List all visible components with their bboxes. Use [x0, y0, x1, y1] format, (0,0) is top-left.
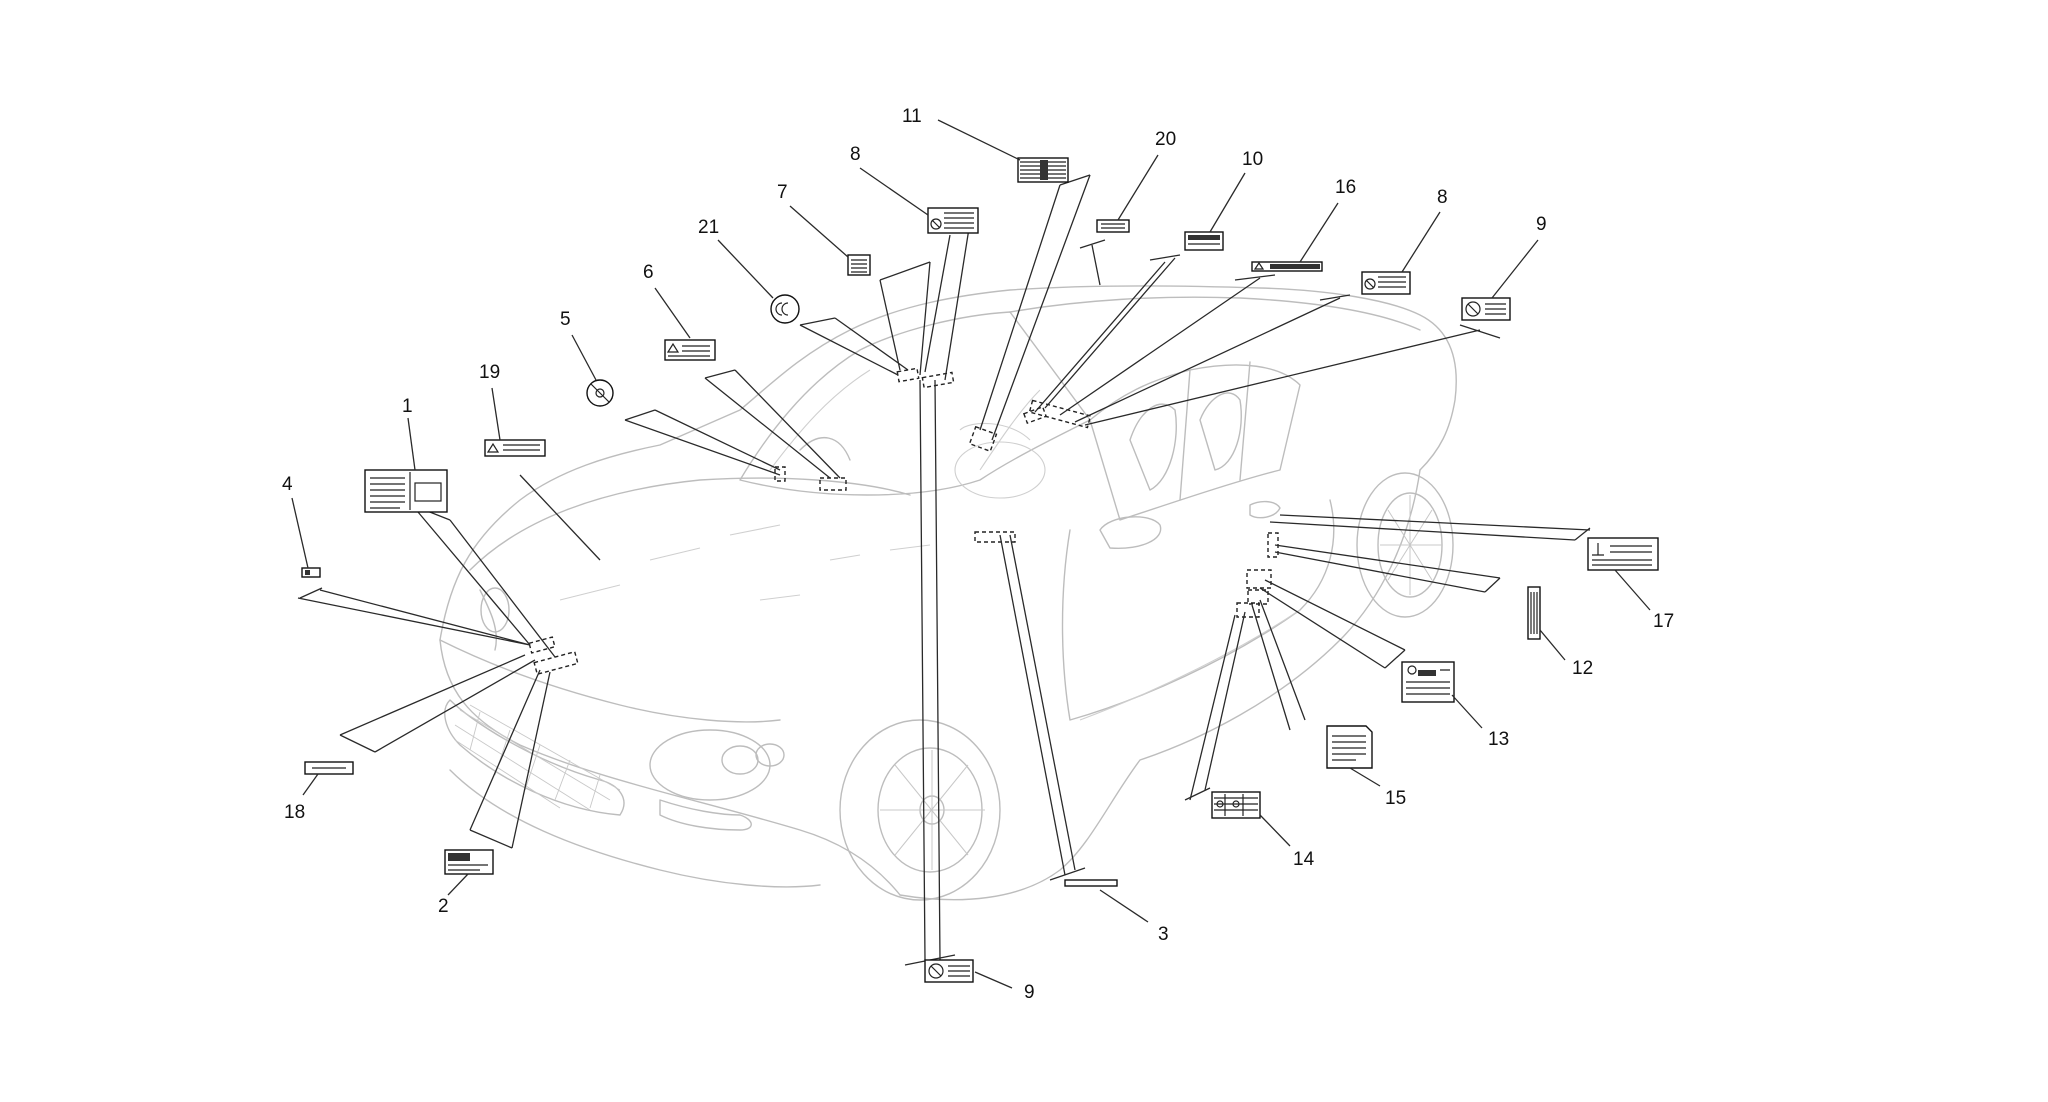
label-12-icon [1527, 586, 1541, 640]
callout-6: 6 [643, 262, 654, 283]
label-14-icon [1211, 791, 1261, 819]
callout-17: 17 [1653, 611, 1674, 632]
callout-5: 5 [560, 309, 571, 330]
label-16-icon [1251, 261, 1323, 272]
callout-2: 2 [438, 896, 449, 917]
callout-16: 16 [1335, 177, 1356, 198]
label-19-icon [484, 439, 546, 457]
label-3-icon [1064, 879, 1118, 887]
callout-21: 21 [698, 217, 719, 238]
callout-8-b: 8 [1437, 187, 1448, 208]
label-13-icon [1401, 661, 1455, 703]
callout-1: 1 [402, 396, 413, 417]
callout-7: 7 [777, 182, 788, 203]
label-8-icon-b [1361, 271, 1411, 295]
callout-15: 15 [1385, 788, 1406, 809]
label-7-icon [847, 254, 871, 276]
label-11-icon [1017, 157, 1069, 183]
label-1-icon [364, 469, 448, 513]
label-4-icon [301, 567, 321, 578]
label-6-icon [664, 339, 716, 361]
callout-9-a: 9 [1024, 982, 1035, 1003]
callout-20: 20 [1155, 129, 1176, 150]
label-9-icon-b [1461, 297, 1511, 321]
label-17-icon [1587, 537, 1659, 571]
label-9-icon-a [924, 959, 974, 983]
label-2-icon [444, 849, 494, 875]
callout-14: 14 [1293, 849, 1315, 870]
callout-13: 13 [1488, 729, 1509, 750]
callout-4: 4 [282, 474, 293, 495]
label-10-icon [1184, 231, 1224, 251]
callout-11: 11 [902, 106, 922, 127]
car-illustration [439, 285, 1457, 901]
callout-numbers: 1 2 3 4 5 6 7 8 8 9 9 10 11 12 13 14 15 … [282, 106, 1674, 1003]
label-5-icon [586, 379, 614, 407]
callout-3: 3 [1158, 924, 1169, 945]
callout-19: 19 [479, 362, 500, 383]
label-8-icon-a [927, 207, 979, 234]
label-15-icon [1326, 725, 1373, 769]
callout-8-a: 8 [850, 144, 861, 165]
label-18-icon [304, 761, 354, 775]
callout-10: 10 [1242, 149, 1263, 170]
callout-12: 12 [1572, 658, 1593, 679]
callout-9-b: 9 [1536, 214, 1547, 235]
callout-18: 18 [284, 802, 305, 823]
label-20-icon [1096, 219, 1130, 233]
label-21-icon [770, 294, 800, 324]
